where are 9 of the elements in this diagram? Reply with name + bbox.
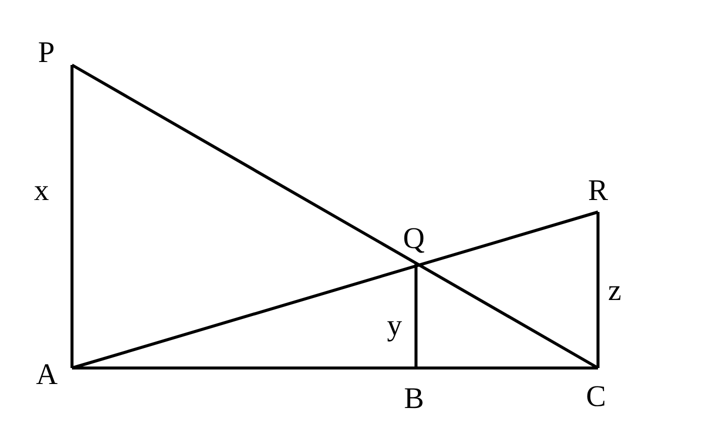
point-label: R	[588, 176, 608, 206]
point-label: P	[38, 38, 55, 68]
side-label: x	[34, 176, 49, 206]
side-label: y	[387, 311, 402, 341]
point-label: B	[404, 384, 424, 414]
point-label: Q	[403, 224, 425, 254]
point-label: A	[36, 360, 58, 390]
side-label: z	[608, 276, 622, 306]
point-label: C	[586, 382, 606, 412]
